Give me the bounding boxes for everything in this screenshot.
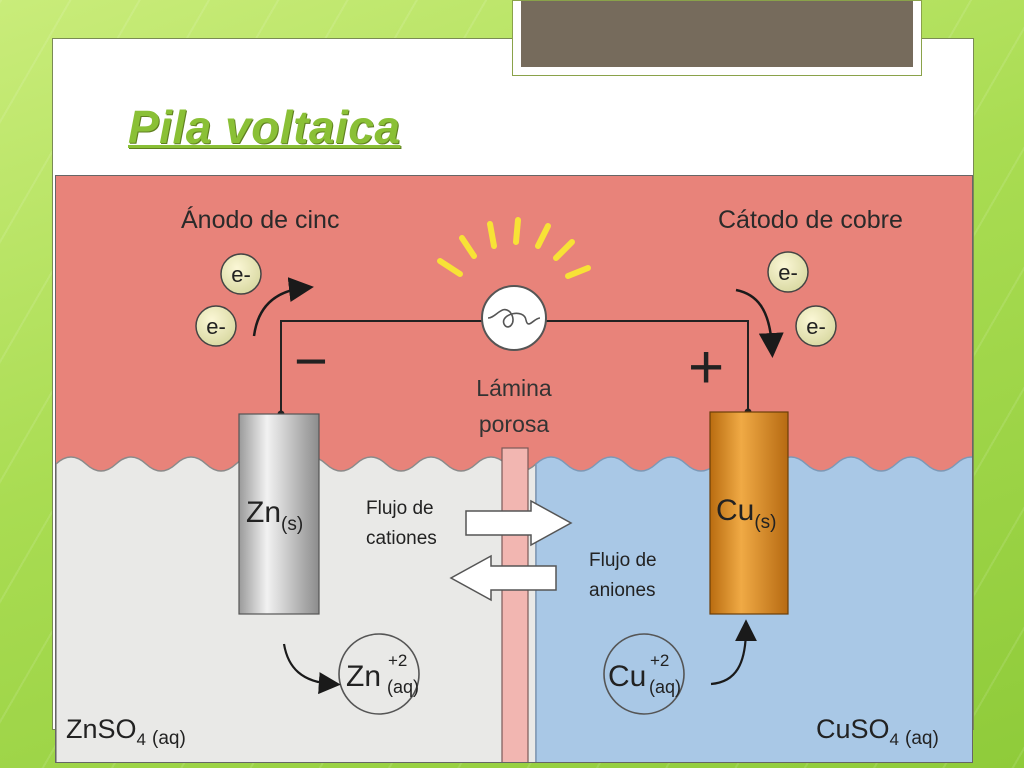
svg-text:(aq): (aq) [387, 677, 419, 697]
porous-membrane [501, 447, 529, 762]
electron-in-arrow [735, 288, 784, 358]
light-bulb [481, 285, 547, 351]
electron-cathode-1: e- [767, 251, 809, 293]
svg-text:Zn: Zn [346, 660, 381, 693]
copper-ion-arrow [710, 619, 757, 686]
membrane-label-line1: Lámina [476, 375, 552, 401]
electron-cathode-2: e- [795, 305, 837, 347]
copper-electrode-label: Cu(s) [716, 494, 777, 533]
electron-anode-2: e- [195, 305, 237, 347]
electron-anode-1: e- [220, 253, 262, 295]
copper-electrode [709, 411, 789, 615]
cation-flow-label-1: Flujo de [366, 498, 434, 519]
header-image-placeholder [512, 0, 922, 76]
anion-flow-label-2: aniones [589, 580, 656, 601]
zinc-ion: Zn +2 (aq) [338, 633, 420, 715]
electron-label: e- [778, 260, 798, 285]
anion-flow-label-1: Flujo de [589, 550, 657, 571]
header-image-fill [521, 1, 913, 67]
anion-flow-arrow [449, 554, 557, 602]
cation-flow-arrow [465, 499, 573, 547]
svg-text:(aq): (aq) [649, 677, 681, 697]
slide-title: Pila voltaica [128, 101, 401, 153]
left-solution-label: ZnSO4(aq) [66, 714, 186, 749]
svg-text:+2: +2 [650, 651, 669, 670]
electron-label: e- [806, 314, 826, 339]
electron-label: e- [231, 262, 251, 287]
cathode-label: Cátodo de cobre [718, 206, 903, 234]
electron-out-arrow [252, 277, 314, 337]
zinc-ion-arrow [282, 643, 341, 695]
anode-label: Ánodo de cinc [181, 205, 339, 234]
svg-text:Cu: Cu [608, 660, 646, 693]
negative-sign: − [294, 329, 328, 394]
svg-text:+2: +2 [388, 651, 407, 670]
light-rays [437, 217, 591, 279]
zinc-electrode-label: Zn(s) [246, 496, 303, 535]
zinc-electrode [238, 413, 320, 615]
right-solution-label: CuSO4(aq) [816, 714, 939, 749]
positive-sign: + [688, 333, 724, 402]
voltaic-cell-diagram: Ánodo de cinc Cátodo de cobre e- e- e- e… [55, 175, 973, 763]
membrane-label-line2: porosa [479, 411, 550, 437]
electron-label: e- [206, 314, 226, 339]
cation-flow-label-2: cationes [366, 528, 437, 549]
copper-ion: Cu +2 (aq) [603, 633, 685, 715]
